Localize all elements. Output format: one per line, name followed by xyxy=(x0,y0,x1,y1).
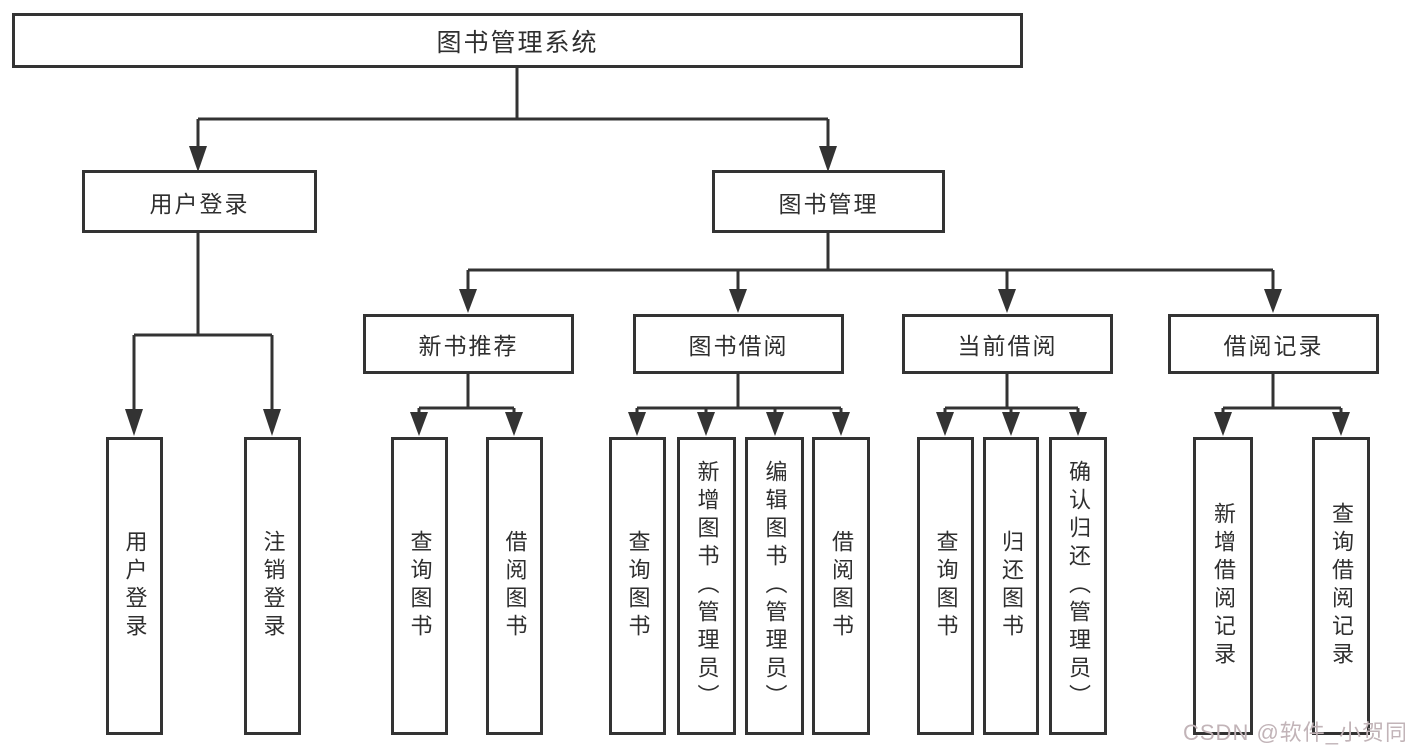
leaf-query-books-borrow-label: 查询图书 xyxy=(625,530,651,642)
arrowheads xyxy=(125,146,1350,436)
leaf-return-books: 归还图书 xyxy=(983,437,1039,735)
leaf-add-books-admin-label: 新增图书（管理员） xyxy=(694,460,720,712)
connector-user-login xyxy=(132,233,274,411)
connector-book-borrow xyxy=(635,374,843,414)
node-book-management: 图书管理 xyxy=(712,170,945,233)
watermark: CSDN @软件_小贺同学 xyxy=(1183,720,1405,745)
leaf-user-login-label: 用户登录 xyxy=(122,530,148,642)
node-book-management-label: 图书管理 xyxy=(778,190,879,217)
node-current-borrow: 当前借阅 xyxy=(902,314,1113,374)
leaf-add-borrow-record-label: 新增借阅记录 xyxy=(1211,502,1236,670)
leaf-edit-books-admin-label: 编辑图书（管理员） xyxy=(762,460,788,712)
connector-root xyxy=(196,68,830,148)
node-new-book-recommend: 新书推荐 xyxy=(363,314,574,374)
leaf-query-borrow-record: 查询借阅记录 xyxy=(1312,437,1370,735)
leaf-add-books-admin: 新增图书（管理员） xyxy=(677,437,736,735)
connector-new-book-recommend xyxy=(417,374,516,414)
leaf-edit-books-admin: 编辑图书（管理员） xyxy=(745,437,804,735)
node-borrow-records-label: 借阅记录 xyxy=(1223,333,1324,359)
node-user-login-label: 用户登录 xyxy=(149,190,250,217)
leaf-query-books-current: 查询图书 xyxy=(917,437,974,735)
node-book-borrow-label: 图书借阅 xyxy=(688,333,789,359)
leaf-confirm-return-admin: 确认归还（管理员） xyxy=(1049,437,1107,735)
leaf-query-borrow-record-label: 查询借阅记录 xyxy=(1329,502,1354,670)
connector-book-management xyxy=(466,233,1275,291)
node-current-borrow-label: 当前借阅 xyxy=(957,333,1058,359)
leaf-confirm-return-admin-label: 确认归还（管理员） xyxy=(1066,460,1091,712)
leaf-logout: 注销登录 xyxy=(244,437,301,735)
leaf-query-books-recommend-label: 查询图书 xyxy=(407,530,433,642)
leaf-logout-label: 注销登录 xyxy=(260,530,286,642)
connector-current-borrow xyxy=(943,374,1080,414)
leaf-add-borrow-record: 新增借阅记录 xyxy=(1193,437,1253,735)
connector-borrow-records xyxy=(1221,374,1343,414)
node-new-book-recommend-label: 新书推荐 xyxy=(418,333,519,359)
node-user-login: 用户登录 xyxy=(82,170,317,233)
leaf-user-login: 用户登录 xyxy=(106,437,163,735)
leaf-borrow-books: 借阅图书 xyxy=(812,437,870,735)
node-borrow-records: 借阅记录 xyxy=(1168,314,1379,374)
leaf-return-books-label: 归还图书 xyxy=(999,530,1024,642)
leaf-borrow-books-label: 借阅图书 xyxy=(829,530,854,642)
leaf-borrow-books-recommend-label: 借阅图书 xyxy=(502,530,528,642)
leaf-query-books-recommend: 查询图书 xyxy=(391,437,448,735)
leaf-query-books-borrow: 查询图书 xyxy=(609,437,666,735)
leaf-query-books-current-label: 查询图书 xyxy=(933,530,959,642)
leaf-borrow-books-recommend: 借阅图书 xyxy=(486,437,543,735)
node-root: 图书管理系统 xyxy=(12,13,1023,68)
node-book-borrow: 图书借阅 xyxy=(633,314,844,374)
node-root-label: 图书管理系统 xyxy=(436,28,599,57)
